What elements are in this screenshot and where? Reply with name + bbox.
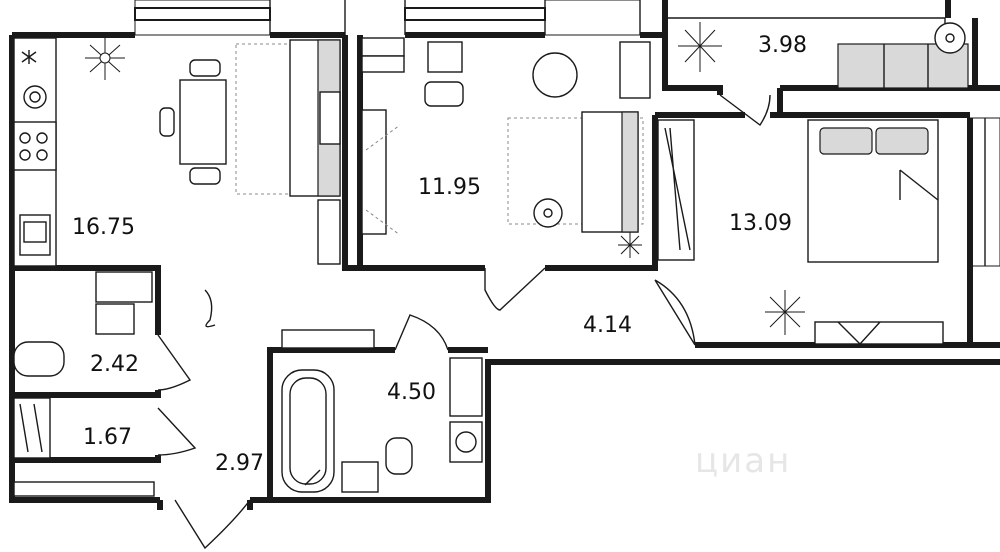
plant-icon bbox=[85, 38, 125, 80]
toilet-sink bbox=[95, 303, 135, 335]
hallway-bench bbox=[13, 481, 155, 497]
interior-walls bbox=[12, 35, 970, 500]
area-labels: 16.75 11.95 13.09 3.98 4.14 4.50 2.42 1.… bbox=[72, 33, 807, 476]
wardrobe bbox=[361, 109, 387, 235]
stove-icon bbox=[19, 132, 31, 144]
bathroom-furniture bbox=[281, 329, 483, 493]
sink bbox=[341, 461, 379, 493]
plant-icon bbox=[618, 232, 642, 258]
watermark-text: циан bbox=[695, 441, 791, 481]
plant-icon bbox=[678, 22, 722, 72]
radiator bbox=[361, 37, 405, 57]
balcony-furniture bbox=[678, 22, 969, 89]
shelf bbox=[95, 271, 153, 303]
tv-stand bbox=[814, 321, 944, 345]
dining-table bbox=[179, 79, 227, 165]
bedroom-1-furniture bbox=[361, 37, 651, 258]
area-label: 16.75 bbox=[72, 215, 135, 240]
area-label: 11.95 bbox=[418, 175, 481, 200]
armchair bbox=[532, 52, 578, 98]
extractor-icon bbox=[21, 50, 37, 64]
water-heater bbox=[449, 357, 483, 417]
toilet-bath bbox=[385, 437, 413, 475]
area-label: 2.97 bbox=[215, 451, 264, 476]
storage-rack bbox=[13, 397, 51, 459]
area-label: 1.67 bbox=[83, 425, 132, 450]
desk-monitor bbox=[427, 41, 463, 73]
area-label: 2.42 bbox=[90, 352, 139, 377]
doors bbox=[157, 94, 771, 550]
outer-walls bbox=[9, 0, 1000, 510]
plant-icon bbox=[765, 290, 805, 335]
dog-icon bbox=[204, 289, 216, 328]
kitchen-living-furniture bbox=[13, 37, 341, 267]
hallway-furniture bbox=[13, 289, 216, 497]
closet bbox=[657, 119, 695, 261]
storage-furniture bbox=[13, 397, 51, 459]
area-label: 4.50 bbox=[387, 380, 436, 405]
desk-chair bbox=[424, 81, 464, 107]
bedroom-2-furniture bbox=[657, 119, 944, 346]
toilet bbox=[13, 341, 65, 377]
area-label: 3.98 bbox=[758, 33, 807, 58]
toilet-furniture bbox=[13, 271, 153, 377]
area-label: 13.09 bbox=[729, 211, 792, 236]
area-label: 4.14 bbox=[583, 313, 632, 338]
